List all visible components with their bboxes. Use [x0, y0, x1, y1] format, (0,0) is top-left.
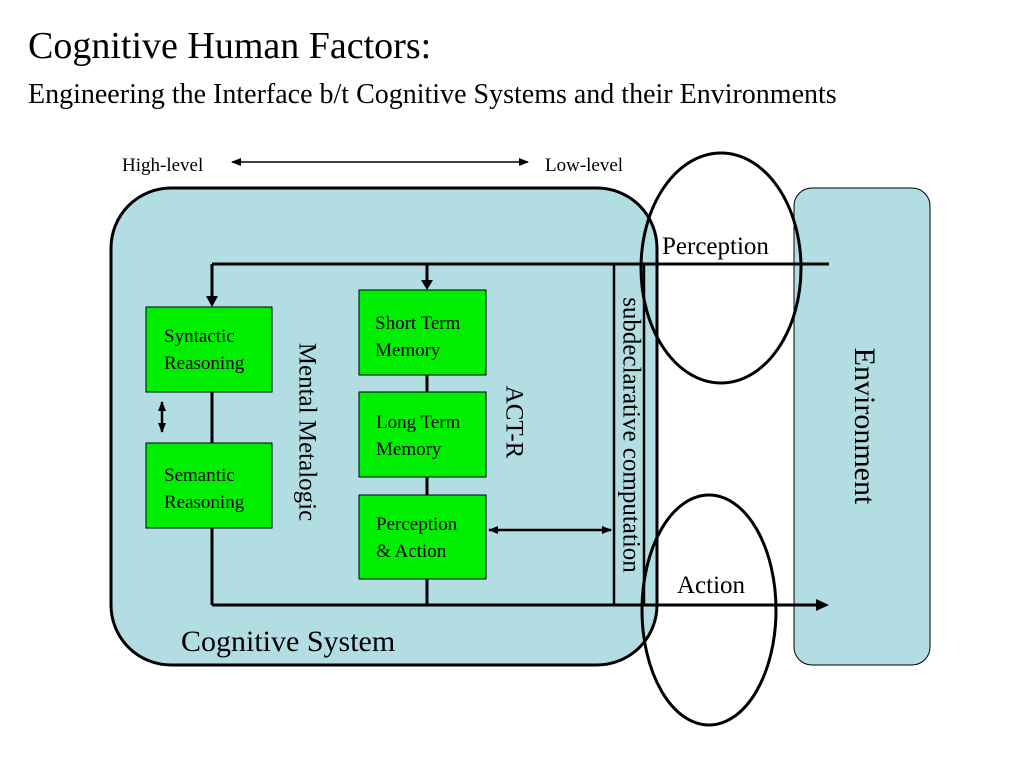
perception-action-line2: & Action: [376, 541, 447, 562]
slide-subtitle: Engineering the Interface b/t Cognitive …: [28, 79, 837, 110]
action-interface-ellipse: [640, 493, 778, 727]
long-term-memory-line1: Long Term: [376, 412, 461, 433]
syntactic-feed-arrowhead: [206, 296, 218, 307]
action-label: Action: [677, 572, 746, 599]
short-term-memory-box: [358, 289, 487, 376]
subdeclarative-box: [612, 262, 646, 607]
high-level-label: High-level: [122, 155, 203, 176]
perception-label: Perception: [662, 233, 769, 260]
environment-panel: [793, 187, 931, 666]
long-term-memory-line2: Memory: [376, 439, 442, 460]
semantic-reasoning-line1: Semantic: [164, 465, 235, 486]
semantic-reasoning-box: [145, 442, 273, 529]
slide-title: Cognitive Human Factors:: [28, 25, 432, 67]
perception-action-line1: Perception: [376, 514, 458, 535]
short-term-memory-line2: Memory: [375, 340, 441, 361]
syntactic-reasoning-line2: Reasoning: [164, 353, 245, 374]
mental-metalogic-label: Mental Metalogic: [293, 343, 320, 521]
long-term-memory-box: [358, 391, 487, 478]
syntactic-reasoning-box: [145, 306, 273, 393]
action-arrowhead: [816, 599, 829, 611]
environment-label: Environment: [848, 348, 881, 505]
syntactic-reasoning-line1: Syntactic: [164, 326, 235, 347]
low-level-label: Low-level: [545, 155, 623, 176]
cognitive-system-label: Cognitive System: [181, 625, 395, 658]
perception-action-box: [358, 494, 487, 580]
stm-feed-arrowhead: [421, 280, 433, 290]
subdeclarative-label: subdeclarative computation: [617, 297, 644, 573]
semantic-reasoning-line2: Reasoning: [164, 492, 245, 513]
act-r-label: ACT-R: [500, 386, 527, 459]
short-term-memory-line1: Short Term: [375, 313, 461, 334]
perception-interface-ellipse: [639, 151, 803, 385]
